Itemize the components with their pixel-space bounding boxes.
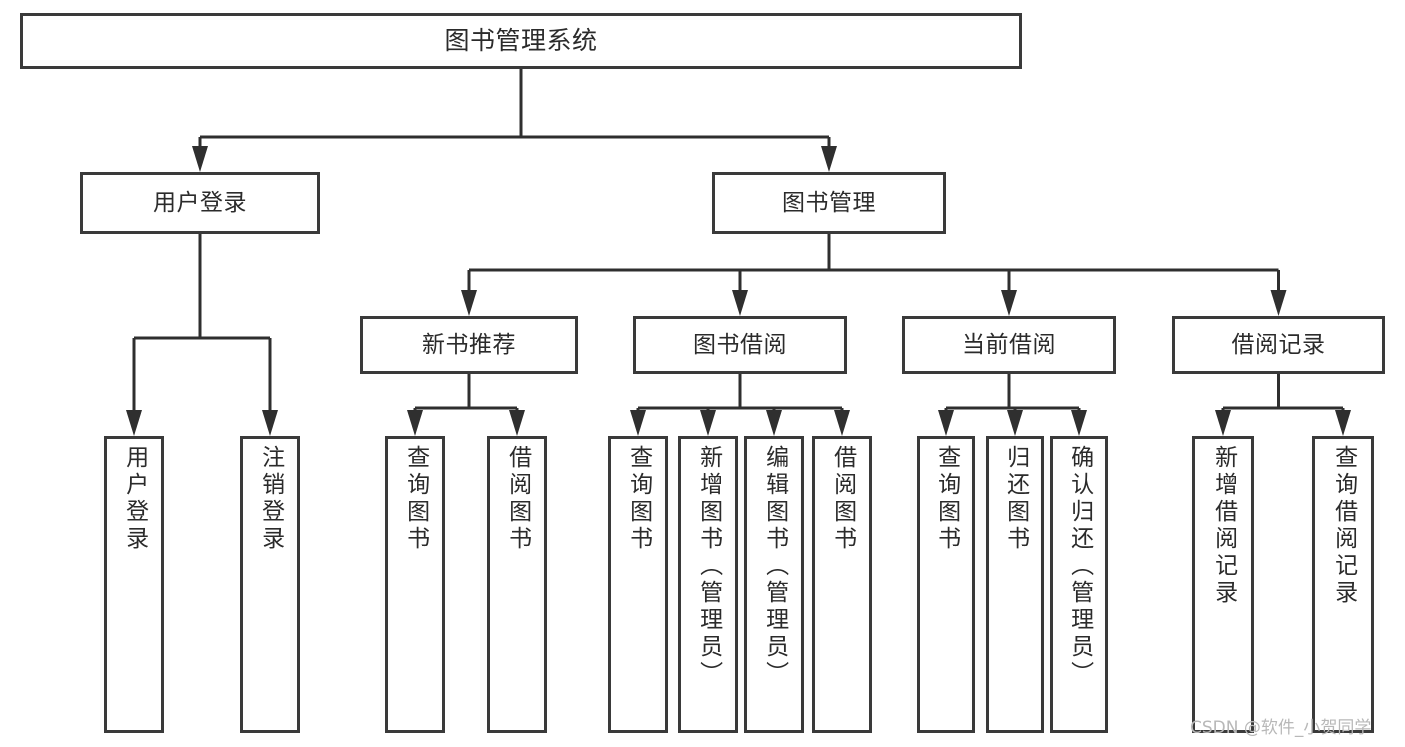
node-book-borrow[interactable]: 图书借阅: [633, 316, 847, 374]
node-label-root: 图书管理系统: [444, 25, 598, 55]
node-current-borrow[interactable]: 当前借阅: [902, 316, 1116, 374]
node-label-leaf-user-login: 用户登录: [121, 445, 148, 553]
node-leaf-add-record[interactable]: 新增借阅记录: [1192, 436, 1254, 733]
node-label-new-book-recommend: 新书推荐: [422, 331, 516, 358]
node-leaf-logout[interactable]: 注销登录: [240, 436, 300, 733]
node-user-login[interactable]: 用户登录: [80, 172, 320, 234]
node-label-leaf-add-record: 新增借阅记录: [1210, 445, 1237, 607]
node-label-leaf-query-book-rec: 查询图书: [402, 445, 429, 553]
node-label-leaf-borrow-book-rec: 借阅图书: [504, 445, 531, 553]
node-leaf-confirm-return[interactable]: 确认归还（管理员）: [1050, 436, 1108, 733]
node-label-leaf-borrow-book: 借阅图书: [829, 445, 856, 553]
node-leaf-edit-book[interactable]: 编辑图书（管理员）: [744, 436, 804, 733]
node-leaf-borrow-book[interactable]: 借阅图书: [812, 436, 872, 733]
node-leaf-add-book[interactable]: 新增图书（管理员）: [678, 436, 738, 733]
node-label-leaf-query-book-borrow: 查询图书: [625, 445, 652, 553]
node-label-book-management: 图书管理: [782, 189, 876, 216]
node-label-user-login: 用户登录: [153, 189, 247, 216]
node-label-leaf-edit-book: 编辑图书（管理员）: [761, 445, 788, 688]
node-leaf-query-book-current[interactable]: 查询图书: [917, 436, 975, 733]
node-label-leaf-query-record: 查询借阅记录: [1330, 445, 1357, 607]
node-book-management[interactable]: 图书管理: [712, 172, 946, 234]
node-leaf-return-book[interactable]: 归还图书: [986, 436, 1044, 733]
node-label-current-borrow: 当前借阅: [962, 331, 1056, 358]
node-label-leaf-return-book: 归还图书: [1002, 445, 1029, 553]
watermark-text: CSDN @软件_小贺同学: [1190, 718, 1372, 738]
node-root[interactable]: 图书管理系统: [20, 13, 1022, 69]
node-label-borrow-records: 借阅记录: [1231, 331, 1326, 358]
node-new-book-recommend[interactable]: 新书推荐: [360, 316, 578, 374]
node-leaf-borrow-book-rec[interactable]: 借阅图书: [487, 436, 547, 733]
node-borrow-records[interactable]: 借阅记录: [1172, 316, 1385, 374]
node-leaf-query-book-rec[interactable]: 查询图书: [385, 436, 445, 733]
node-label-book-borrow: 图书借阅: [693, 331, 787, 358]
node-label-leaf-confirm-return: 确认归还（管理员）: [1066, 445, 1093, 688]
node-label-leaf-add-book: 新增图书（管理员）: [695, 445, 722, 688]
node-leaf-query-record[interactable]: 查询借阅记录: [1312, 436, 1374, 733]
node-leaf-user-login[interactable]: 用户登录: [104, 436, 164, 733]
node-label-leaf-query-book-current: 查询图书: [933, 445, 960, 553]
node-label-leaf-logout: 注销登录: [257, 445, 284, 553]
node-leaf-query-book-borrow[interactable]: 查询图书: [608, 436, 668, 733]
